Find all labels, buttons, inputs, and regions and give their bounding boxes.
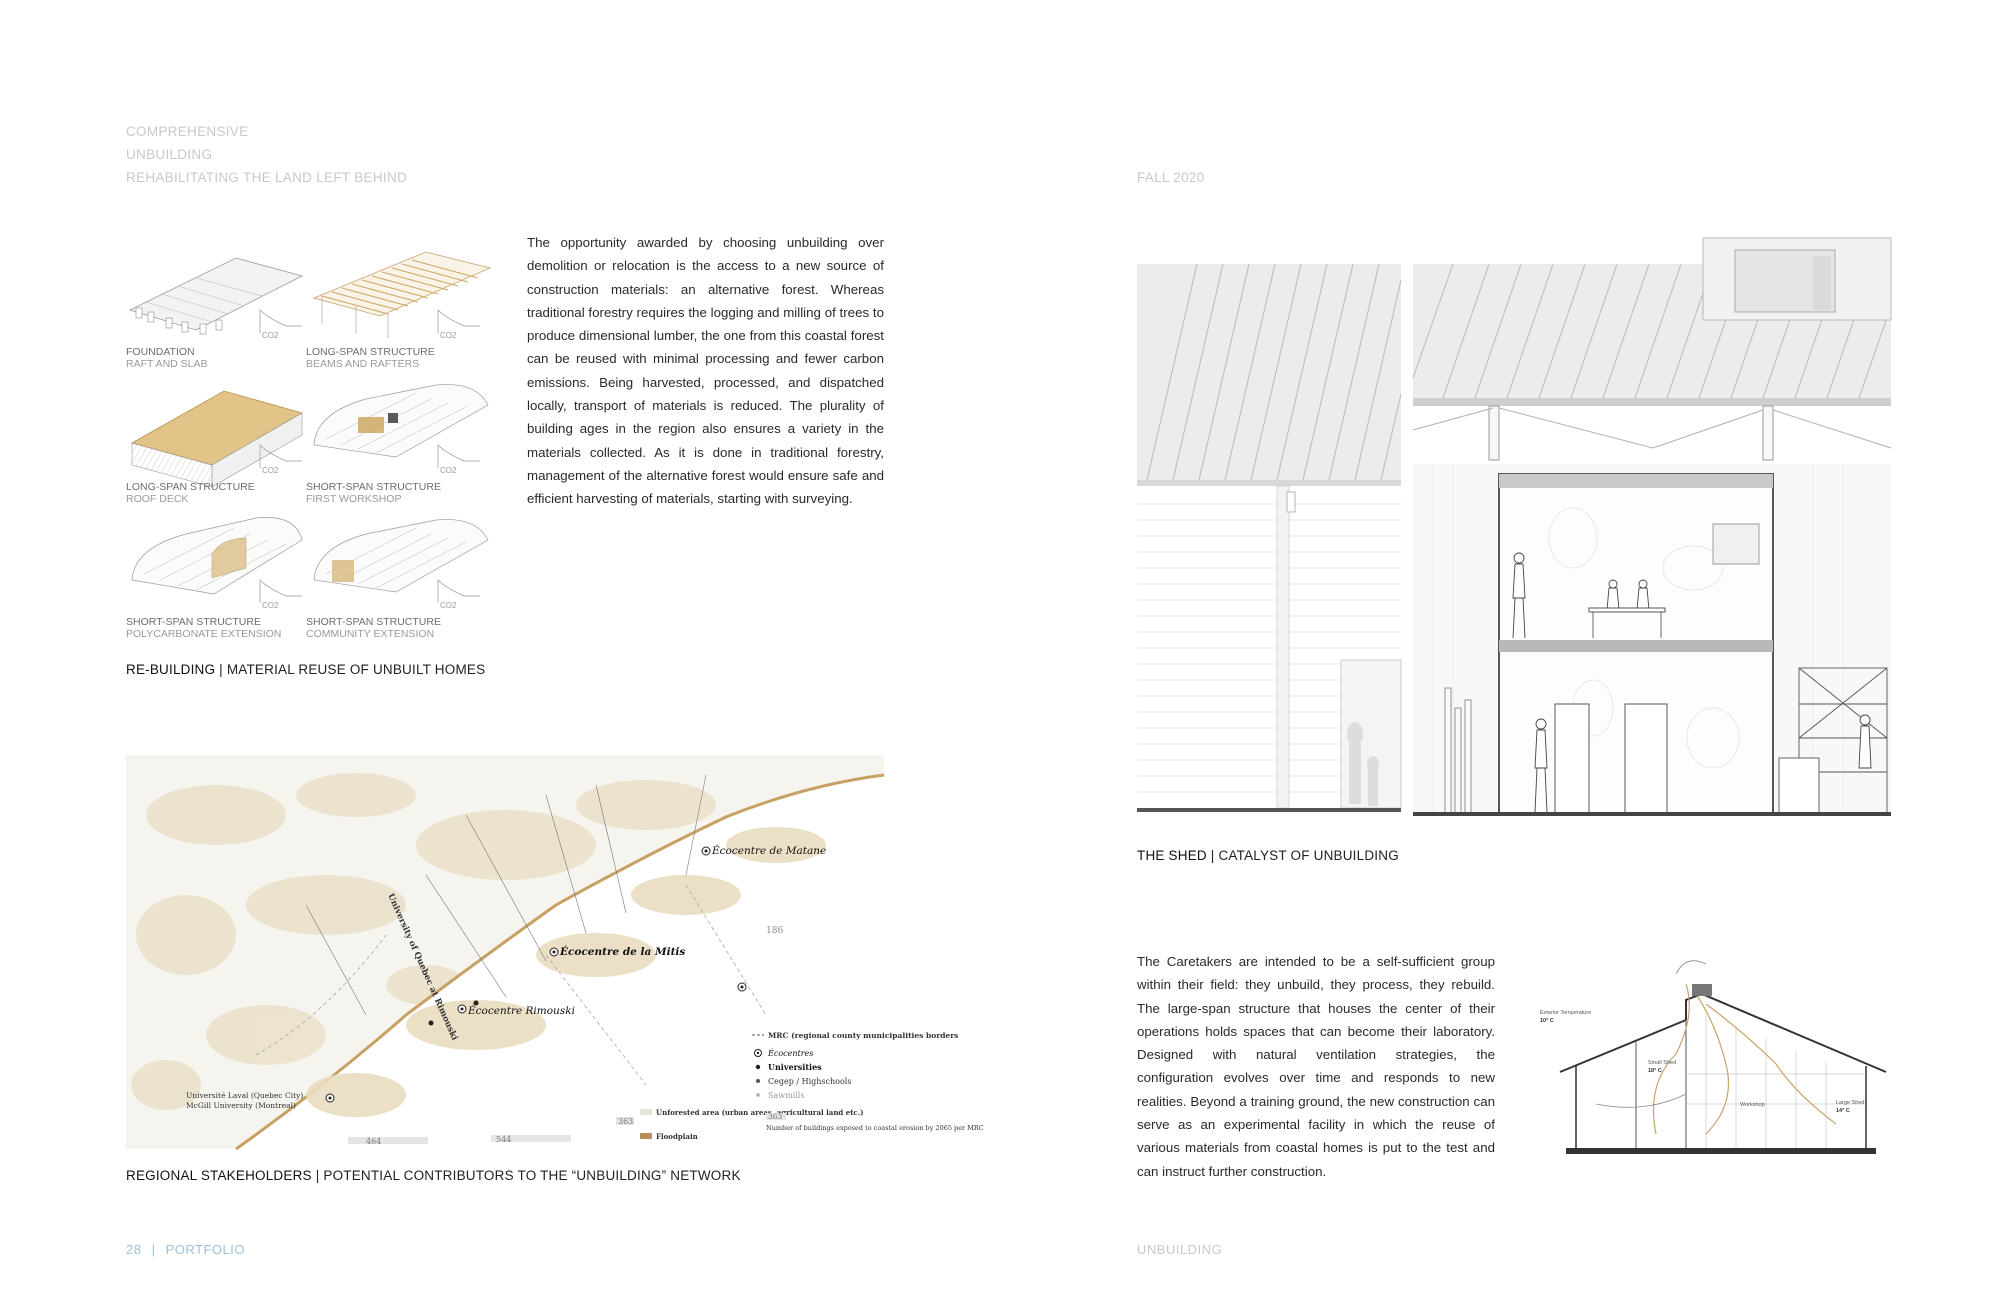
diagram-title: FOUNDATION bbox=[126, 346, 195, 358]
diagram-polycarbonate-extension: CO2 bbox=[131, 517, 303, 610]
co2-label: CO2 bbox=[440, 466, 457, 475]
shed-interior-section bbox=[1412, 237, 1892, 824]
diagram-sub: COMMUNITY EXTENSION bbox=[306, 628, 434, 640]
caption-regional-bold: REGIONAL STAKEHOLDERS bbox=[126, 1168, 312, 1183]
caption-rebuilding-rest: | MATERIAL REUSE OF UNBUILT HOMES bbox=[215, 662, 486, 677]
footer-portfolio: PORTFOLIO bbox=[165, 1242, 245, 1257]
map-label-186: 186 bbox=[766, 926, 783, 936]
diagram-title: SHORT-SPAN STRUCTURE bbox=[306, 616, 441, 628]
map-label-laval: Université Laval (Quebec City) bbox=[186, 1091, 303, 1100]
map-label-mcgill: McGill University (Montreal) bbox=[186, 1101, 296, 1110]
co2-label: CO2 bbox=[262, 331, 279, 340]
map-label-464: 464 bbox=[366, 1137, 381, 1146]
map-legend: MRC (regional county municipalities bord… bbox=[640, 1031, 984, 1141]
legend-buildings-text: Number of buildings exposed to coastal e… bbox=[766, 1124, 984, 1132]
legend-floodplain: Floodplain bbox=[656, 1132, 698, 1141]
co2-label: CO2 bbox=[262, 466, 279, 475]
rebuilding-diagrams: CO2 CO2 FOUNDATION RAFT AND SLAB LONG-SP… bbox=[126, 238, 496, 648]
header-line-comprehensive: COMPREHENSIVE bbox=[126, 124, 249, 139]
map-label-363: 363 bbox=[618, 1117, 633, 1126]
diagram-community-extension: CO2 bbox=[313, 519, 489, 610]
shed-exterior-drawing bbox=[1137, 263, 1402, 820]
legend-universities: Universities bbox=[768, 1062, 822, 1072]
label-large-shed: Large Shed bbox=[1836, 1100, 1864, 1106]
shed-exterior-view bbox=[1137, 263, 1402, 820]
co2-label: CO2 bbox=[262, 601, 279, 610]
caption-shed-rest: | CATALYST OF UNBUILDING bbox=[1206, 848, 1399, 863]
caption-rebuilding-bold: RE-BUILDING bbox=[126, 662, 216, 677]
caption-rebuilding: RE-BUILDING | MATERIAL REUSE OF UNBUILT … bbox=[126, 662, 485, 677]
caption-shed: THE SHED | CATALYST OF UNBUILDING bbox=[1137, 848, 1399, 863]
diagram-sub: BEAMS AND RAFTERS bbox=[306, 358, 419, 370]
legend-ecocentres: Écocentres bbox=[767, 1049, 813, 1058]
legend-unforested: Unforested area (urban areas, agricultur… bbox=[656, 1108, 863, 1117]
diagram-foundation: CO2 bbox=[128, 257, 304, 340]
intro-paragraph: The opportunity awarded by choosing unbu… bbox=[527, 235, 884, 507]
co2-label: CO2 bbox=[440, 601, 457, 610]
legend-cegep: Cegep / Highschools bbox=[768, 1077, 851, 1086]
map-label-mitis: Écocentre de la Mitis bbox=[559, 944, 685, 958]
diagram-sub: FIRST WORKSHOP bbox=[306, 493, 401, 505]
caption-regional-rest: | POTENTIAL CONTRIBUTORS TO THE “UNBUILD… bbox=[311, 1168, 741, 1183]
label-workshop: Workshop bbox=[1740, 1102, 1765, 1108]
diagram-title: LONG-SPAN STRUCTURE bbox=[126, 481, 255, 493]
legend-mrc: MRC (regional county municipalities bord… bbox=[768, 1031, 958, 1040]
diagram-title: SHORT-SPAN STRUCTURE bbox=[306, 481, 441, 493]
co2-label: CO2 bbox=[440, 331, 457, 340]
ventilation-section-drawing: Exterior Temperature 10° C Small Shed 18… bbox=[1536, 954, 1896, 1160]
regional-map: Écocentre de Matane Écocentre de la Miti… bbox=[126, 755, 984, 1151]
label-large-val: 14° C bbox=[1836, 1108, 1850, 1114]
label-small-shed: Small Shed bbox=[1648, 1060, 1676, 1066]
label-exterior-val: 10° C bbox=[1540, 1018, 1554, 1024]
diagram-first-workshop: CO2 bbox=[313, 384, 489, 475]
legend-buildings-num: 363 bbox=[768, 1112, 783, 1121]
caretakers-paragraph: The Caretakers are intended to be a self… bbox=[1137, 954, 1495, 1179]
footer-left: 28 | PORTFOLIO bbox=[126, 1242, 245, 1257]
rebuilding-axonometric-drawings: CO2 CO2 FOUNDATION RAFT AND SLAB LONG-SP… bbox=[126, 251, 492, 640]
legend-sawmills: Sawmills bbox=[768, 1091, 804, 1100]
footer-sep: | bbox=[151, 1242, 156, 1257]
footer-right: UNBUILDING bbox=[1137, 1242, 1223, 1257]
map-label-matane: Écocentre de Matane bbox=[711, 843, 826, 857]
header-line-unbuilding: UNBUILDING bbox=[126, 147, 213, 162]
caption-regional: REGIONAL STAKEHOLDERS | POTENTIAL CONTRI… bbox=[126, 1168, 741, 1183]
header-fall-2020: FALL 2020 bbox=[1137, 170, 1205, 185]
page-number: 28 bbox=[126, 1242, 142, 1257]
shed-interior-drawing bbox=[1412, 237, 1892, 824]
ecocentre-markers bbox=[325, 846, 747, 1103]
diagram-beams-rafters: CO2 bbox=[312, 251, 492, 340]
regional-map-svg: Écocentre de Matane Écocentre de la Miti… bbox=[126, 755, 984, 1151]
caption-shed-bold: THE SHED bbox=[1137, 848, 1207, 863]
diagram-sub: ROOF DECK bbox=[126, 493, 188, 505]
label-small-val: 18° C bbox=[1648, 1068, 1662, 1074]
diagram-roof-deck: CO2 bbox=[130, 390, 304, 488]
map-label-544: 544 bbox=[496, 1135, 511, 1144]
label-exterior-temp: Exterior Temperature bbox=[1540, 1010, 1591, 1016]
diagram-sub: POLYCARBONATE EXTENSION bbox=[126, 628, 281, 640]
diagram-title: SHORT-SPAN STRUCTURE bbox=[126, 616, 261, 628]
map-label-rimouski: Écocentre Rimouski bbox=[467, 1003, 575, 1017]
header-line-subtitle: REHABILITATING THE LAND LEFT BEHIND bbox=[126, 170, 408, 185]
ventilation-section: Exterior Temperature 10° C Small Shed 18… bbox=[1536, 954, 1896, 1160]
diagram-title: LONG-SPAN STRUCTURE bbox=[306, 346, 435, 358]
diagram-sub: RAFT AND SLAB bbox=[126, 358, 208, 370]
